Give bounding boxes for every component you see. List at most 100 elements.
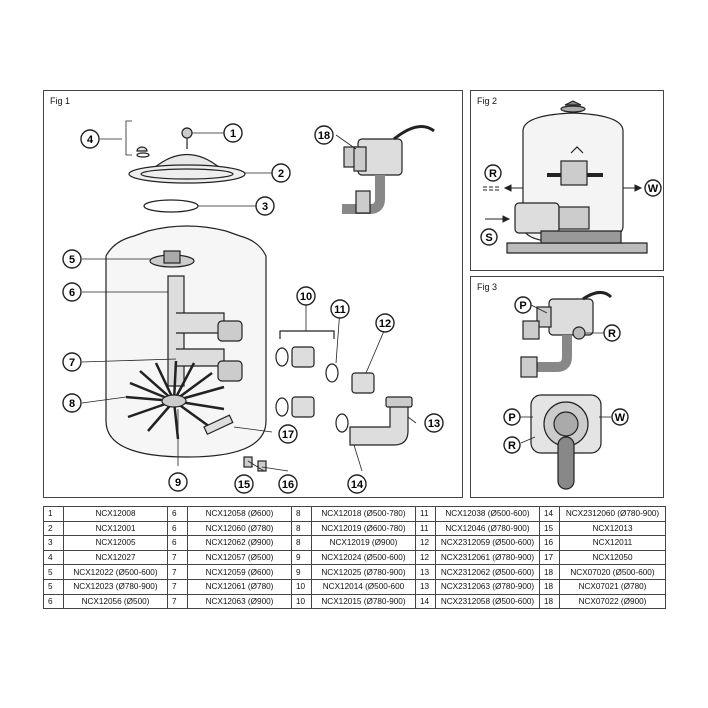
part-code-cell: NCX12062 (Ø900) [187,535,292,551]
part-number-cell: 15 [539,520,560,537]
lid-flange [128,164,246,184]
callout-12-text: 12 [379,318,391,330]
callout-1: 1 [223,123,243,143]
figure-2-label: Fig 2 [477,96,498,106]
part-number-cell: 1 [43,506,64,522]
callout-13-text: 13 [428,418,440,430]
drain-plug-part [243,456,253,468]
lower-outlet-union [217,360,243,382]
part-number-cell: 11 [415,520,436,537]
multiport-valve-assembly [342,125,435,214]
part-number-cell: 4 [43,549,64,566]
callout-4-text: 4 [87,134,94,146]
part-code-cell: NCX12018 (Ø500-780) [311,506,416,522]
callout-R-top-text: R [608,328,616,340]
part-code-cell: NCX2312061 (Ø780-900) [435,549,540,566]
part-code-cell: NCX12024 (Ø500-600) [311,549,416,566]
part-number-cell: 7 [167,549,188,566]
part-code-cell: NCX12008 [63,506,168,522]
part-number-cell: 10 [291,578,312,595]
part-number-cell: 14 [415,593,436,610]
part-code-cell: NCX12050 [559,549,666,566]
part-code-cell: NCX12023 (Ø780-900) [63,578,168,595]
part-code-cell: NCX12059 (Ø600) [187,564,292,580]
callout-9-text: 9 [175,477,181,489]
callout-10-text: 10 [300,291,312,303]
part-code-cell: NCX12013 [559,520,666,537]
part-code-cell: NCX07020 (Ø500-600) [559,564,666,580]
part-number-cell: 18 [539,564,560,580]
part-code-cell: NCX07021 (Ø780) [559,578,666,595]
part-code-cell: NCX2312059 (Ø500-600) [435,535,540,551]
upper-outlet-union [217,320,243,342]
part-code-cell: NCX12025 (Ø780-900) [311,564,416,580]
part-number-cell: 13 [415,564,436,580]
part-number-cell: 6 [167,520,188,537]
part-code-cell: NCX12060 (Ø780) [187,520,292,537]
callout-17: 17 [278,424,298,444]
part-code-cell: NCX12015 (Ø780-900) [311,593,416,610]
lateral-hub [161,394,187,408]
part-code-cell: NCX12001 [63,520,168,537]
threaded-union-lower [291,396,315,418]
callout-6: 6 [62,282,82,302]
callout-4: 4 [80,129,100,149]
part-code-cell: NCX12038 (Ø500-600) [435,506,540,522]
part-code-cell: NCX2312063 (Ø780-900) [435,578,540,595]
callout-14-text: 14 [351,479,364,491]
fitting-gasket-upper [275,347,289,367]
callout-2-text: 2 [278,168,284,180]
o-ring-upper [325,363,339,383]
part-number-cell: 17 [539,549,560,566]
pump-body [514,202,560,234]
callout-17-text: 17 [282,429,294,441]
filter-exploded-drawing: 1 2 3 4 5 6 7 8 9 10 11 12 13 14 15 16 1… [62,120,444,494]
fitting-bracket [279,330,335,339]
callout-5-text: 5 [69,254,75,266]
callout-10: 10 [296,286,316,306]
drain-pipe [203,414,234,436]
threaded-union-upper [291,346,315,368]
valve-handle [557,436,575,490]
part-number-cell: 11 [415,506,436,522]
side-valve [560,160,588,186]
installation-drawing: R W S [480,100,662,254]
part-code-cell: NCX12058 (Ø600) [187,506,292,522]
part-code-cell: NCX12022 (Ø500-600) [63,564,168,580]
part-code-cell: NCX12056 (Ø500) [63,593,168,610]
part-number-cell: 13 [415,578,436,595]
pump-motor [558,206,590,230]
part-code-cell: NCX2312062 (Ø500-600) [435,564,540,580]
part-code-cell: NCX12061 (Ø780) [187,578,292,595]
part-number-cell: 18 [539,593,560,610]
drain-cap-part [257,460,267,472]
part-code-cell: NCX07022 (Ø900) [559,593,666,610]
figure-3-label: Fig 3 [477,282,498,292]
callout-8-text: 8 [69,398,75,410]
part-code-cell: NCX12063 (Ø900) [187,593,292,610]
figure-1-exploded-view: Fig 1 [43,90,463,498]
part-number-cell: 3 [43,535,64,551]
callout-R-bottom-text: R [508,440,516,452]
upper-elbow-pipe [176,312,225,334]
callout-12: 12 [375,313,395,333]
lower-elbow-pipe [176,348,225,367]
part-code-cell: NCX12019 (Ø600-780) [311,520,416,537]
union-nut-upper [351,372,375,394]
waste-arrow [634,184,643,192]
part-number-cell: 7 [167,593,188,610]
valve-side-view [520,291,613,378]
callout-2: 2 [271,163,291,183]
fig1-callouts: 1 2 3 4 5 6 7 8 9 10 11 12 13 14 15 16 1… [62,123,444,494]
callout-S-fig2: S [480,228,498,246]
callout-R-fig2-text: R [489,168,497,180]
callout-6-text: 6 [69,287,75,299]
part-number-cell: 7 [167,578,188,595]
part-number-cell: 8 [291,520,312,537]
callout-R-bottom: R [503,436,521,454]
part-code-cell: NCX2312060 (Ø780-900) [559,506,666,522]
figure-1-label: Fig 1 [50,96,71,106]
